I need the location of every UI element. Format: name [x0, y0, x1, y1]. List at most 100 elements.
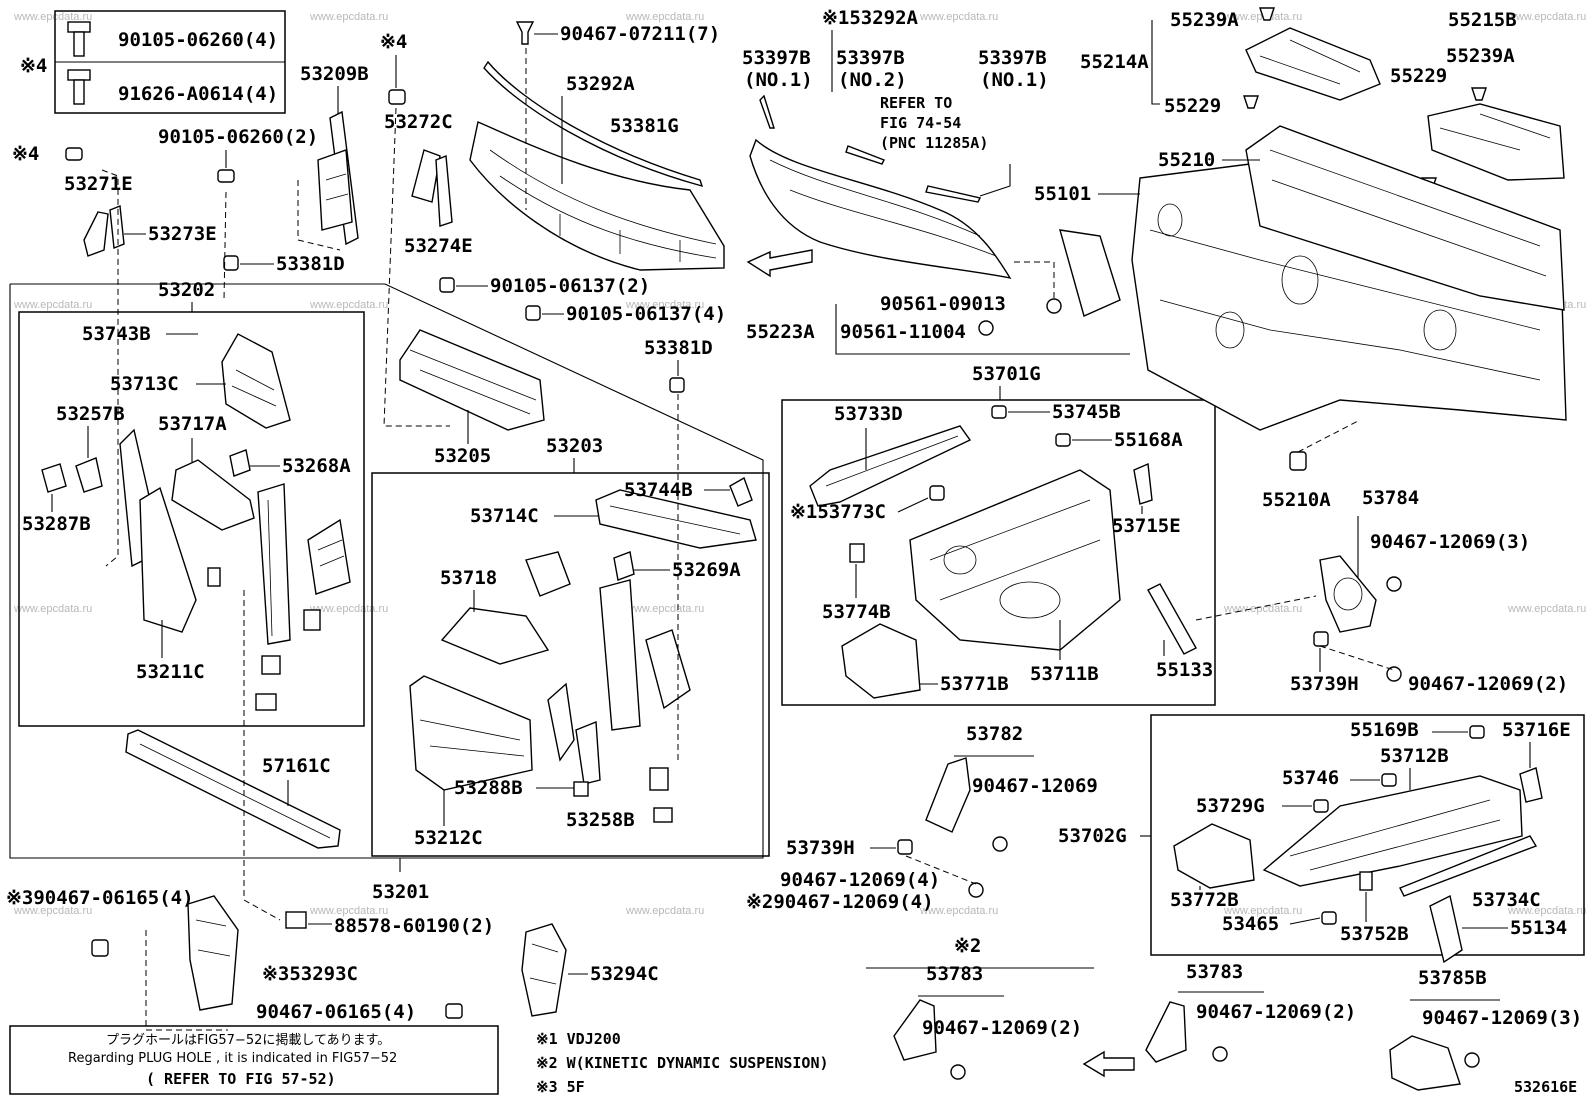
label-55239A-a: 55239A	[1170, 9, 1239, 31]
part-53782-cover	[925, 757, 971, 833]
label-53397B-1n: (NO.1)	[744, 69, 813, 91]
part-53715E	[1133, 462, 1153, 505]
footnote-2: ※2 W(KINETIC DYNAMIC SUSPENSION)	[536, 1054, 829, 1072]
part-53744B	[729, 476, 753, 507]
label-55215B: 55215B	[1448, 9, 1517, 31]
label-53701G: 53701G	[972, 363, 1041, 385]
part-53397B-no2-seal	[845, 145, 885, 165]
part-153292A-panel	[749, 94, 1012, 280]
clip-icon	[1469, 725, 1485, 739]
clip-icon	[1321, 911, 1337, 925]
label-53743B: 53743B	[82, 323, 151, 345]
clip-icon	[1259, 7, 1275, 21]
label-57161C: 57161C	[262, 755, 331, 777]
clip-icon	[1243, 95, 1259, 109]
label-90561-09013: 90561-09013	[880, 293, 1006, 315]
label-53381D-b: 53381D	[644, 337, 713, 359]
part-53269A	[613, 551, 635, 581]
label-53205: 53205	[434, 445, 491, 467]
part-53271E	[83, 205, 125, 257]
part-53717A	[171, 459, 255, 531]
note-line3: ( REFER TO FIG 57-52)	[146, 1070, 336, 1088]
notes-box: プラグホールはFIG57−52に掲載してあります。 Regarding PLUG…	[9, 1025, 499, 1095]
label-4b: ※4	[12, 143, 39, 165]
label-53752B: 53752B	[1340, 923, 1409, 945]
label-55210: 55210	[1158, 149, 1215, 171]
clip-icon	[1381, 773, 1397, 787]
label-90467-12069-4a: 90467-12069(4)	[780, 869, 940, 891]
part-53294C	[521, 923, 567, 1017]
label-90561-11004: 90561-11004	[840, 321, 966, 343]
label-53712B: 53712B	[1380, 745, 1449, 767]
label-390467-06165-4: ※390467-06165(4)	[6, 887, 194, 909]
part-53718	[440, 607, 550, 665]
label-53268A: 53268A	[282, 455, 351, 477]
watermark: www.epcdata.ru	[309, 905, 388, 917]
label-90105-06137-2: 90105-06137(2)	[490, 275, 650, 297]
bolt-icon	[67, 21, 91, 57]
part-53714C	[595, 489, 757, 549]
part-53713C	[221, 333, 291, 429]
label-53774B: 53774B	[822, 601, 891, 623]
bolt-icon	[91, 939, 109, 957]
legend-row2: 91626-A0614(4)	[118, 83, 278, 105]
part-53381G-seal	[483, 60, 704, 188]
label-90467-12069-2a: 90467-12069(2)	[1408, 673, 1568, 695]
label-53782: 53782	[966, 723, 1023, 745]
label-53771B: 53771B	[940, 673, 1009, 695]
nut-icon	[950, 1064, 966, 1080]
label-53269A: 53269A	[672, 559, 741, 581]
part-53774B	[849, 543, 865, 563]
part-53784-cover	[1319, 555, 1377, 633]
label-53203: 53203	[546, 435, 603, 457]
diagram-code: 532616E	[1514, 1078, 1577, 1096]
part-53381D-clip	[223, 255, 239, 271]
footnote-1: ※1 VDJ200	[536, 1030, 621, 1048]
part-53288B	[573, 781, 589, 797]
note-line1: プラグホールはFIG57−52に掲載してあります。	[106, 1032, 390, 1048]
part-53785B-cover	[1389, 1035, 1461, 1091]
watermark: www.epcdata.ru	[309, 11, 388, 23]
label-53294C: 53294C	[590, 963, 659, 985]
refer-line2: FIG 74-54	[880, 114, 961, 132]
watermark: www.epcdata.ru	[1507, 11, 1586, 23]
label-53287B: 53287B	[22, 513, 91, 535]
label-353293C: ※353293C	[262, 963, 358, 985]
label-53783-a: 53783	[926, 963, 983, 985]
clip-icon	[897, 839, 913, 855]
watermark: www.epcdata.ru	[625, 603, 704, 615]
label-55133: 55133	[1156, 659, 1213, 681]
clip-icon	[1313, 631, 1329, 647]
nut-icon	[1046, 298, 1062, 314]
arrow-icon	[1082, 1050, 1135, 1078]
note-line2: Regarding PLUG HOLE , it is indicated in…	[68, 1051, 397, 1066]
box-53701G	[781, 399, 1216, 706]
label-4a: ※4	[380, 31, 407, 53]
label-53714C: 53714C	[470, 505, 539, 527]
label-53702G: 53702G	[1058, 825, 1127, 847]
label-53397B-1: 53397B	[742, 47, 811, 69]
watermark: www.epcdata.ru	[1507, 905, 1586, 917]
label-90467-06165-4: 90467-06165(4)	[256, 1001, 416, 1023]
watermark: www.epcdata.ru	[13, 603, 92, 615]
nut-icon	[1386, 666, 1402, 682]
part-53209B	[317, 110, 359, 246]
box-53203	[371, 472, 770, 857]
label-55169B: 55169B	[1350, 719, 1419, 741]
watermark: www.epcdata.ru	[1223, 603, 1302, 615]
watermark: www.epcdata.ru	[625, 11, 704, 23]
nut-icon	[992, 836, 1008, 852]
clip-icon	[1471, 87, 1487, 101]
watermark: www.epcdata.ru	[625, 299, 704, 311]
clip-icon	[991, 405, 1007, 419]
part-53718-upper	[525, 551, 571, 597]
label-53273E: 53273E	[148, 223, 217, 245]
part-53397B-no1-seal	[759, 94, 775, 129]
label-55168A: 55168A	[1114, 429, 1183, 451]
part-53711B-apron	[909, 469, 1121, 651]
part-53771B	[841, 623, 921, 699]
part-53712B-apron	[1262, 775, 1523, 887]
label-53711B: 53711B	[1030, 663, 1099, 685]
label-53465: 53465	[1222, 913, 1279, 935]
label-53201: 53201	[372, 881, 429, 903]
